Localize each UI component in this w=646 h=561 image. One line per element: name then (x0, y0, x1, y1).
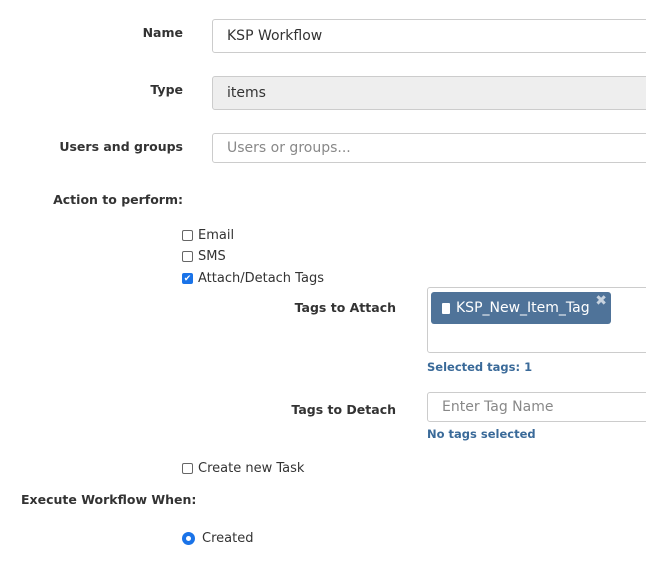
document-icon (442, 302, 450, 314)
no-tags-selected: No tags selected (427, 427, 536, 441)
name-value: KSP Workflow (227, 28, 323, 44)
selected-tags-count: Selected tags: 1 (427, 360, 533, 374)
users-label: Users and groups (59, 139, 183, 154)
tags-detach-input[interactable]: Enter Tag Name (427, 392, 646, 422)
name-input[interactable]: KSP Workflow (212, 19, 646, 53)
name-label: Name (142, 25, 183, 40)
created-label: Created (202, 531, 254, 546)
attach-detach-checkbox[interactable]: ✔ Attach/Detach Tags (182, 271, 324, 286)
create-task-label: Create new Task (198, 461, 305, 476)
email-checkbox[interactable]: Email (182, 228, 234, 243)
tags-detach-label: Tags to Detach (291, 402, 396, 417)
type-value: items (227, 85, 266, 101)
sms-label: SMS (198, 249, 226, 264)
tags-attach-box[interactable] (427, 287, 646, 353)
create-task-checkbox[interactable]: Create new Task (182, 461, 304, 476)
type-input: items (212, 76, 646, 110)
users-input[interactable]: Users or groups... (212, 133, 646, 163)
tag-chip: KSP_New_Item_Tag ✖ (431, 292, 611, 324)
tags-attach-label: Tags to Attach (294, 300, 396, 315)
sms-checkbox[interactable]: SMS (182, 249, 226, 264)
type-label: Type (150, 82, 183, 97)
created-radio[interactable]: Created (182, 531, 253, 546)
checkbox-icon[interactable] (182, 463, 193, 474)
tags-detach-placeholder: Enter Tag Name (442, 399, 554, 415)
email-label: Email (198, 228, 235, 243)
radio-selected-icon[interactable] (182, 532, 195, 545)
action-label: Action to perform: (53, 192, 183, 207)
users-placeholder: Users or groups... (227, 140, 351, 156)
remove-tag-icon[interactable]: ✖ (595, 293, 607, 309)
checkbox-icon[interactable] (182, 251, 193, 262)
tag-chip-label: KSP_New_Item_Tag (456, 300, 590, 316)
execute-label: Execute Workflow When: (21, 492, 197, 507)
checkbox-icon[interactable] (182, 230, 193, 241)
checkmark-icon[interactable]: ✔ (182, 273, 193, 284)
attach-detach-label: Attach/Detach Tags (198, 271, 324, 286)
